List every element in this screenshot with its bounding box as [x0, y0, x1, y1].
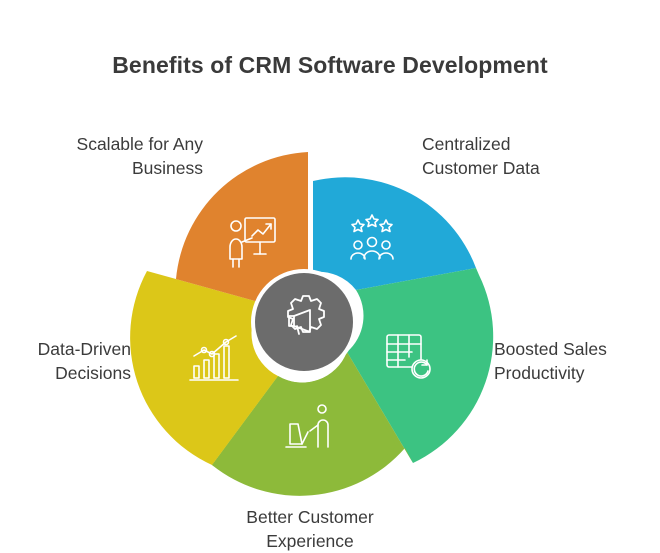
label-scalable-line2: Business [131, 158, 203, 178]
segment-experience [212, 352, 413, 496]
label-scalable-line1: Scalable for Any [76, 134, 203, 154]
megaphone-gear-icon [287, 295, 325, 335]
label-data-line2: Decisions [55, 363, 131, 383]
segment-centralized [313, 177, 476, 290]
support-desk-icon [285, 404, 329, 448]
center-hub [251, 269, 357, 375]
growth-chart-icon [189, 335, 239, 381]
label-centralized: Centralized Customer Data [422, 132, 540, 180]
label-experience: Better Customer Experience [200, 505, 420, 553]
label-experience-line2: Experience [266, 531, 354, 551]
label-scalable: Scalable for Any Business [0, 132, 203, 180]
label-centralized-line1: Centralized [422, 134, 511, 154]
team-rating-icon [350, 214, 394, 260]
page-title: Benefits of CRM Software Development [112, 52, 548, 78]
label-data-line1: Data-Driven [37, 339, 131, 359]
label-experience-line1: Better Customer [246, 507, 374, 527]
segment-scalable [147, 152, 308, 303]
segment-sales [347, 268, 494, 463]
segment-data [130, 271, 278, 465]
label-centralized-line2: Customer Data [422, 158, 540, 178]
label-sales-line1: Boosted Sales [494, 339, 607, 359]
spreadsheet-refresh-icon [386, 334, 431, 379]
label-sales-line2: Productivity [494, 363, 585, 383]
presentation-icon [229, 217, 276, 268]
label-data: Data-Driven Decisions [0, 337, 131, 385]
label-sales: Boosted Sales Productivity [494, 337, 607, 385]
